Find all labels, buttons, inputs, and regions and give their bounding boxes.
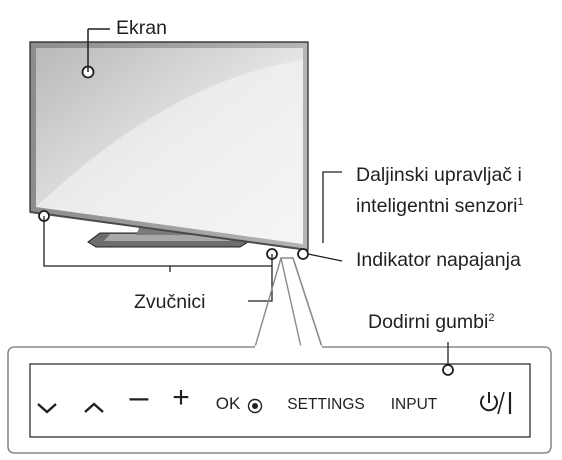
power-indicator-callout [297,248,343,262]
tv-body [29,41,309,251]
speakers-label: Zvučnici [134,291,206,313]
power-button[interactable] [476,390,514,419]
remote-sensor-text: inteligentni senzori [356,195,518,217]
speakers-callout [38,210,278,302]
footnote-2: 2 [488,312,495,324]
settings-button[interactable]: SETTINGS [287,396,365,413]
remote-sensor-label-line1: Daljinski upravljač i [356,164,522,186]
touch-buttons-zoom [7,257,552,454]
power-indicator-label: Indikator napajanja [356,249,521,271]
chevron-up-icon[interactable] [83,397,105,419]
remote-sensor-label-line2: inteligentni senzori1 [356,195,524,217]
footnote-1: 1 [517,196,524,208]
minus-button[interactable]: – [129,378,149,416]
input-button[interactable]: INPUT [390,396,438,413]
ok-button[interactable]: OK [215,394,241,413]
touch-buttons-label: Dodirni gumbi2 [368,311,495,333]
plus-button[interactable]: + [172,381,190,414]
screen-label: Ekran [116,17,167,39]
touch-buttons-text: Dodirni gumbi [368,311,489,333]
remote-sensor-callout [322,171,342,243]
chevron-down-icon[interactable] [36,397,58,419]
screen-callout [81,28,110,79]
power-icon [480,391,512,415]
